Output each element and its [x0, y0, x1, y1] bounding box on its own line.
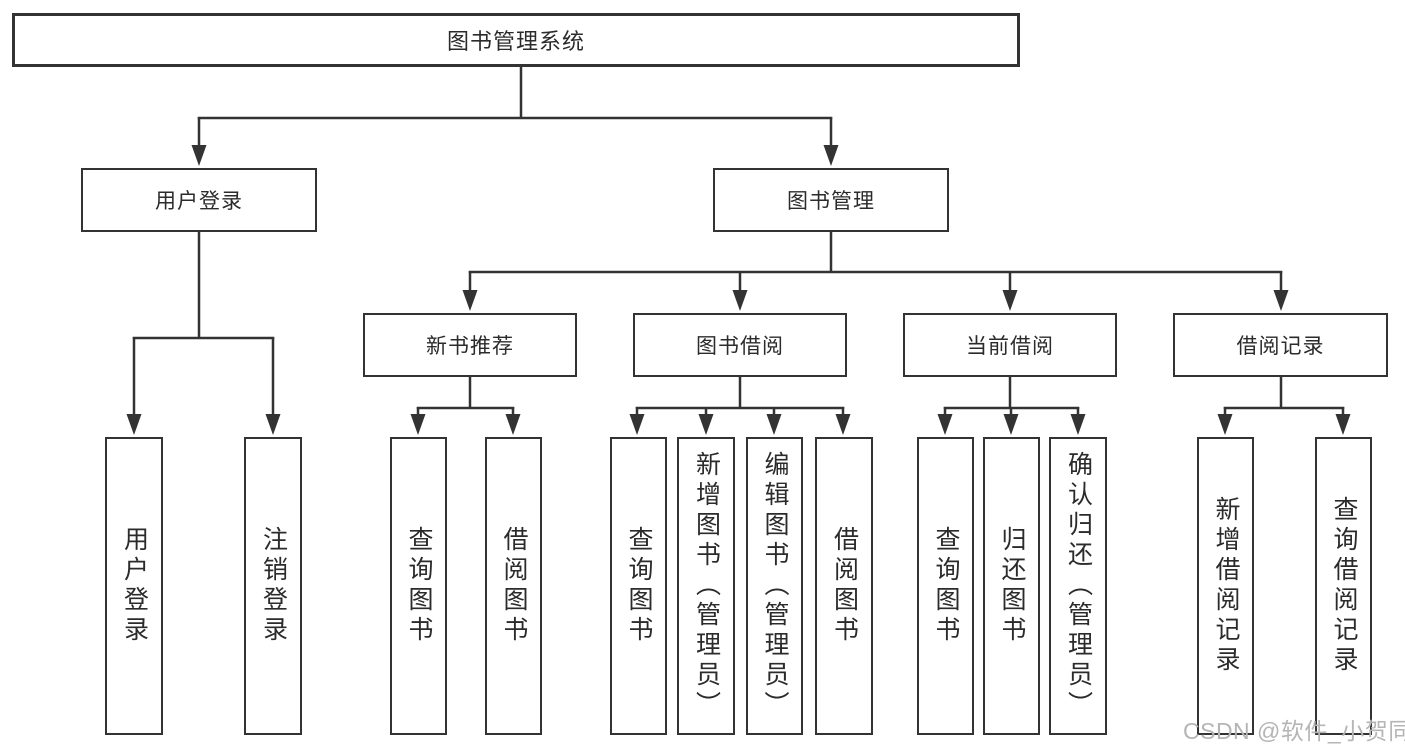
- node-book-borrowing: 图书借阅: [633, 313, 847, 377]
- leaf-query-books-borrow: 查询图书: [610, 437, 667, 735]
- arrow-down-icon: [505, 414, 521, 435]
- arrow-down-icon: [1003, 414, 1019, 435]
- arrow-down-icon: [698, 414, 714, 435]
- leaf-edit-book-admin: 编辑图书（管理员）: [746, 437, 803, 735]
- arrow-down-icon: [1217, 414, 1233, 435]
- arrow-down-icon: [732, 290, 748, 311]
- leaf-logout: 注销登录: [244, 437, 302, 735]
- arrow-down-icon: [410, 414, 426, 435]
- csdn-watermark: CSDN @软件_小贺同学: [1183, 718, 1405, 744]
- leaf-borrow-books-recommend: 借阅图书: [485, 437, 542, 735]
- arrow-down-icon: [1335, 414, 1351, 435]
- node-book-management: 图书管理: [713, 168, 949, 232]
- leaf-query-borrow-record: 查询借阅记录: [1315, 437, 1372, 735]
- node-borrowing-records: 借阅记录: [1173, 313, 1388, 377]
- leaf-user-login: 用户登录: [105, 437, 163, 735]
- node-user-login: 用户登录: [81, 168, 317, 232]
- arrow-down-icon: [629, 414, 645, 435]
- arrow-down-icon: [823, 145, 839, 166]
- arrow-down-icon: [835, 414, 851, 435]
- node-current-borrowing: 当前借阅: [903, 313, 1117, 377]
- arrow-down-icon: [1070, 414, 1086, 435]
- arrow-down-icon: [1273, 290, 1289, 311]
- arrow-down-icon: [265, 414, 281, 435]
- arrowhead-icons: [126, 145, 1351, 435]
- arrow-down-icon: [937, 414, 953, 435]
- arrow-down-icon: [462, 290, 478, 311]
- leaf-borrow-books: 借阅图书: [815, 437, 873, 735]
- leaf-confirm-return-admin: 确认归还（管理员）: [1049, 437, 1107, 735]
- leaf-return-book: 归还图书: [983, 437, 1040, 735]
- arrow-down-icon: [1002, 290, 1018, 311]
- arrow-down-icon: [191, 145, 207, 166]
- node-new-book-recommend: 新书推荐: [363, 313, 577, 377]
- leaf-query-books-current: 查询图书: [917, 437, 974, 735]
- leaf-add-book-admin: 新增图书（管理员）: [677, 437, 735, 735]
- arrow-down-icon: [126, 414, 142, 435]
- node-library-management-system: 图书管理系统: [12, 13, 1020, 67]
- leaf-add-borrow-record: 新增借阅记录: [1197, 437, 1254, 735]
- arrow-down-icon: [766, 414, 782, 435]
- leaf-query-books-recommend: 查询图书: [390, 437, 447, 735]
